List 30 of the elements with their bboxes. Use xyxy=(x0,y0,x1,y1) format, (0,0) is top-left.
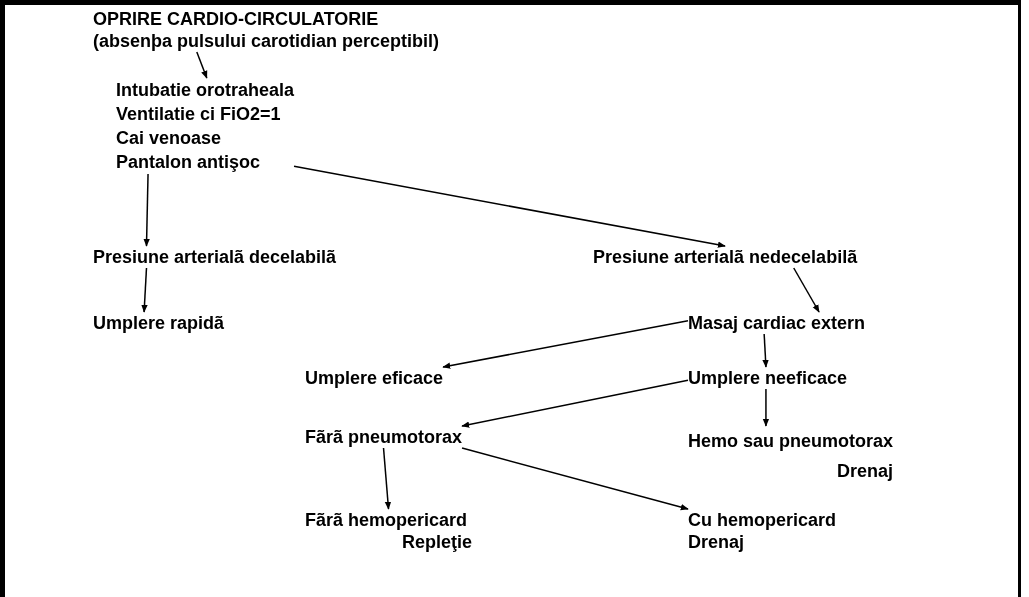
step-text: Umplere neeficace xyxy=(688,367,848,389)
step-text: Presiune arterialã decelabilã xyxy=(93,246,337,268)
arrow xyxy=(762,388,770,427)
arrow xyxy=(196,51,208,79)
step-text: (absenþa pulsului carotidian perceptibil) xyxy=(93,30,440,52)
step-text: Drenaj xyxy=(688,531,746,553)
step-text: Umplere eficace xyxy=(305,367,444,389)
arrow xyxy=(762,333,769,368)
step-text: Ventilatie ci FiO2=1 xyxy=(116,103,282,126)
step-text: Cu hemopericard xyxy=(688,509,837,531)
step-text: Presiune arterialã nedecelabilã xyxy=(593,246,858,268)
step-text: Masaj cardiac extern xyxy=(688,312,866,334)
step-text: Repleţie xyxy=(402,531,473,553)
arrow xyxy=(143,173,150,247)
arrow xyxy=(442,320,689,369)
step-text: Fãrã pneumotorax xyxy=(305,426,463,448)
arrow xyxy=(461,447,689,511)
arrow xyxy=(382,447,392,510)
step-text: Fãrã hemopericard xyxy=(305,509,469,531)
step-text: Cai venoase xyxy=(116,127,223,150)
arrow xyxy=(141,267,148,313)
step-text: OPRIRE CARDIO-CIRCULATORIE xyxy=(93,8,380,30)
arrow xyxy=(461,379,689,428)
step-text: Umplere rapidã xyxy=(93,312,225,334)
step-text: Hemo sau pneumotorax xyxy=(688,430,894,453)
step-text: Intubatie orotraheala xyxy=(116,79,295,102)
arrow xyxy=(293,165,726,248)
arrow xyxy=(793,267,820,313)
step-text: Pantalon antişoc xyxy=(116,151,262,174)
step-text: Drenaj xyxy=(837,460,894,483)
